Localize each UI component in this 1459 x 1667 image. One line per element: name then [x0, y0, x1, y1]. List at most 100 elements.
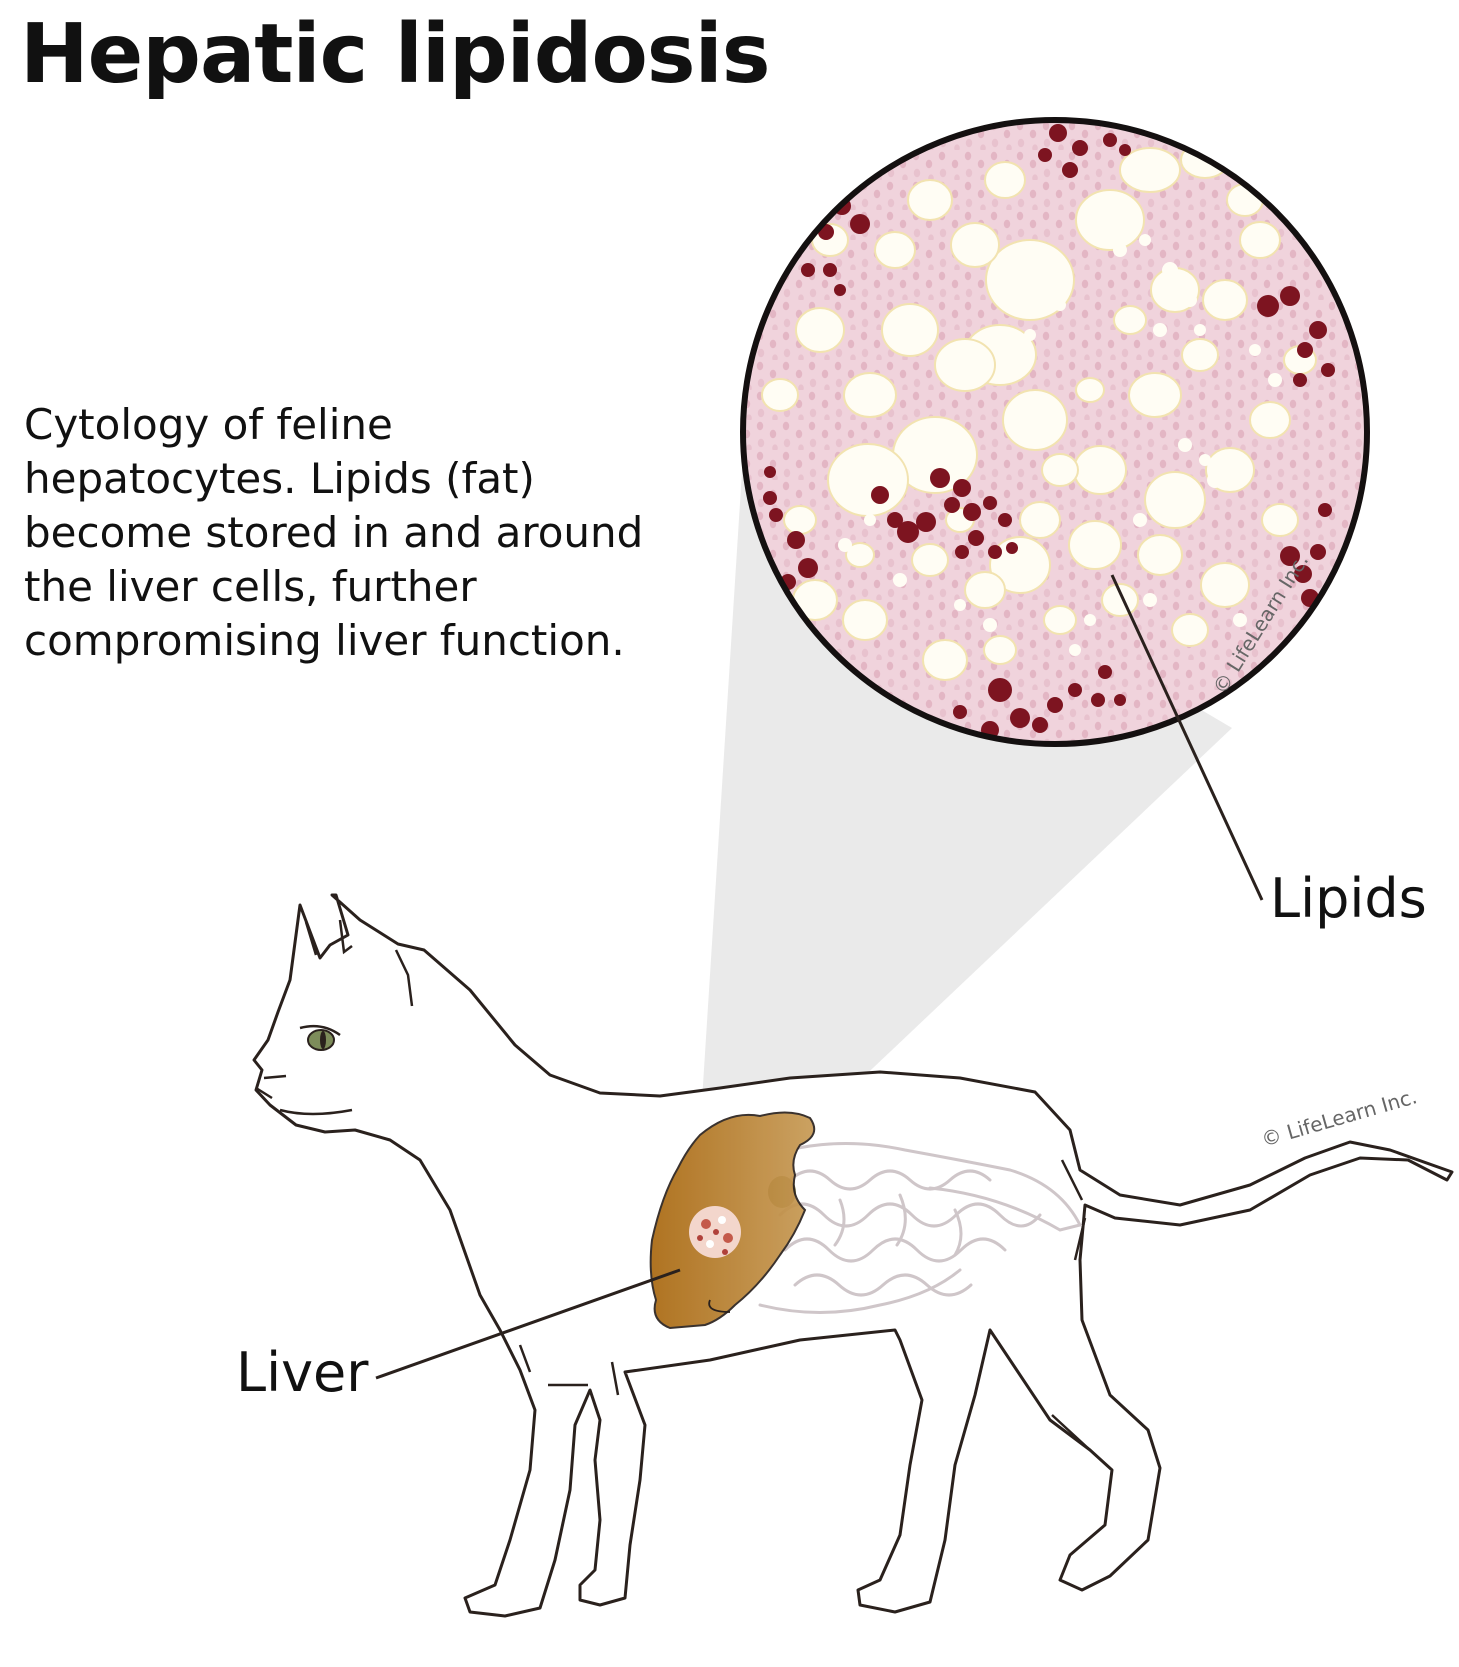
lipid-vacuole [842, 599, 888, 641]
cytology-magnified-view [740, 117, 1370, 747]
lipid-vacuole [1113, 305, 1147, 335]
red-blood-cell [1309, 321, 1327, 339]
intestines [758, 1141, 1083, 1314]
red-blood-cell [1297, 342, 1313, 358]
lipid-vacuole [1239, 221, 1281, 259]
cat-eye [299, 1024, 341, 1051]
lipid-droplet [1199, 454, 1211, 466]
red-blood-cell [1294, 565, 1312, 583]
red-blood-cell [1280, 546, 1300, 566]
red-blood-cell [944, 497, 960, 513]
lipid-vacuole [783, 505, 817, 535]
red-blood-cell [1010, 708, 1030, 728]
lipids-leader-line [1110, 574, 1264, 901]
lipid-vacuole [1128, 372, 1182, 418]
red-blood-cell [1091, 693, 1105, 707]
lipid-vacuole [1181, 338, 1219, 372]
lipid-droplet [1249, 344, 1261, 356]
lipid-vacuole [934, 338, 996, 392]
red-blood-cell [1006, 542, 1018, 554]
red-blood-cell [983, 496, 997, 510]
lipid-droplet [1084, 614, 1096, 626]
lipid-vacuole [985, 239, 1075, 321]
red-blood-cell [988, 545, 1002, 559]
lipid-vacuole [843, 372, 897, 418]
lipid-droplet [1069, 644, 1081, 656]
lipid-droplet [1233, 613, 1247, 627]
red-blood-cell [1293, 373, 1307, 387]
caption-text: Cytology of feline hepatocytes. Lipids (… [24, 398, 724, 668]
red-blood-cell [1072, 140, 1088, 156]
red-blood-cell [1062, 162, 1078, 178]
lipid-vacuole [761, 378, 799, 412]
lipid-vacuole [795, 307, 845, 353]
lipid-droplet [1183, 293, 1197, 307]
lipid-vacuole [1073, 445, 1127, 495]
red-blood-cell [764, 466, 776, 478]
lipid-droplet [893, 573, 907, 587]
red-blood-cell [1114, 694, 1126, 706]
lipid-vacuole [907, 179, 953, 221]
red-blood-cell [871, 486, 889, 504]
lipid-droplet [1139, 234, 1151, 246]
lipid-vacuole [989, 536, 1051, 594]
red-blood-cell [1119, 144, 1131, 156]
red-blood-cell [988, 678, 1012, 702]
red-blood-cell [887, 512, 903, 528]
red-blood-cell [769, 508, 783, 522]
lipid-vacuole [1144, 471, 1206, 529]
lipid-vacuole [922, 639, 968, 681]
red-blood-cell [1038, 148, 1052, 162]
lipid-vacuole [1261, 503, 1299, 537]
lipid-vacuole [983, 635, 1017, 665]
liver-lobe-line [708, 1299, 731, 1313]
red-blood-cell [1321, 363, 1335, 377]
red-blood-cell [850, 214, 870, 234]
lipid-vacuole [827, 443, 909, 517]
red-blood-cell [1032, 717, 1048, 733]
lipid-droplet [954, 599, 966, 611]
red-blood-cell [1257, 295, 1279, 317]
red-blood-cell [801, 263, 815, 277]
lipid-droplet [1153, 323, 1167, 337]
lipid-vacuole [1075, 189, 1145, 251]
lipid-droplet [1113, 243, 1127, 257]
red-blood-cell [823, 263, 837, 277]
cat-body-outline [252, 893, 1454, 1618]
red-blood-cell [1098, 665, 1112, 679]
lipid-droplet [838, 538, 852, 552]
lipid-vacuole [1002, 389, 1068, 451]
lipid-vacuole [1043, 605, 1077, 635]
lipid-droplet [864, 514, 876, 526]
liver-cytology-spot [689, 1206, 741, 1258]
red-blood-cell [1068, 683, 1082, 697]
red-blood-cell [1047, 697, 1063, 713]
lipid-droplet [1194, 324, 1206, 336]
lipid-vacuole [845, 542, 875, 568]
cat-tail-inner [1060, 1159, 1084, 1201]
red-blood-cell [968, 530, 984, 546]
lipids-label: Lipids [1270, 867, 1427, 930]
lipid-vacuole [1101, 583, 1139, 617]
caption-line: compromising liver function. [24, 616, 625, 665]
red-blood-cell [1049, 124, 1067, 142]
lipid-vacuole [950, 222, 1000, 268]
red-blood-cell [930, 468, 950, 488]
lipid-vacuole [1171, 613, 1209, 647]
cat-ear-inner [304, 919, 353, 956]
lipid-vacuole [911, 543, 949, 577]
lipid-droplet [1159, 554, 1171, 566]
red-blood-cell [1280, 286, 1300, 306]
red-blood-cell [1310, 544, 1326, 560]
red-blood-cell [763, 491, 777, 505]
red-blood-cell [916, 512, 936, 532]
lipid-droplet [1133, 513, 1147, 527]
lipid-vacuole [1119, 147, 1181, 193]
red-blood-cell [787, 531, 805, 549]
lipid-vacuole [1200, 562, 1250, 608]
lipid-vacuole [1075, 377, 1105, 403]
page-title: Hepatic lipidosis [20, 7, 771, 102]
red-blood-cell [834, 284, 846, 296]
lipid-vacuole [984, 161, 1026, 199]
